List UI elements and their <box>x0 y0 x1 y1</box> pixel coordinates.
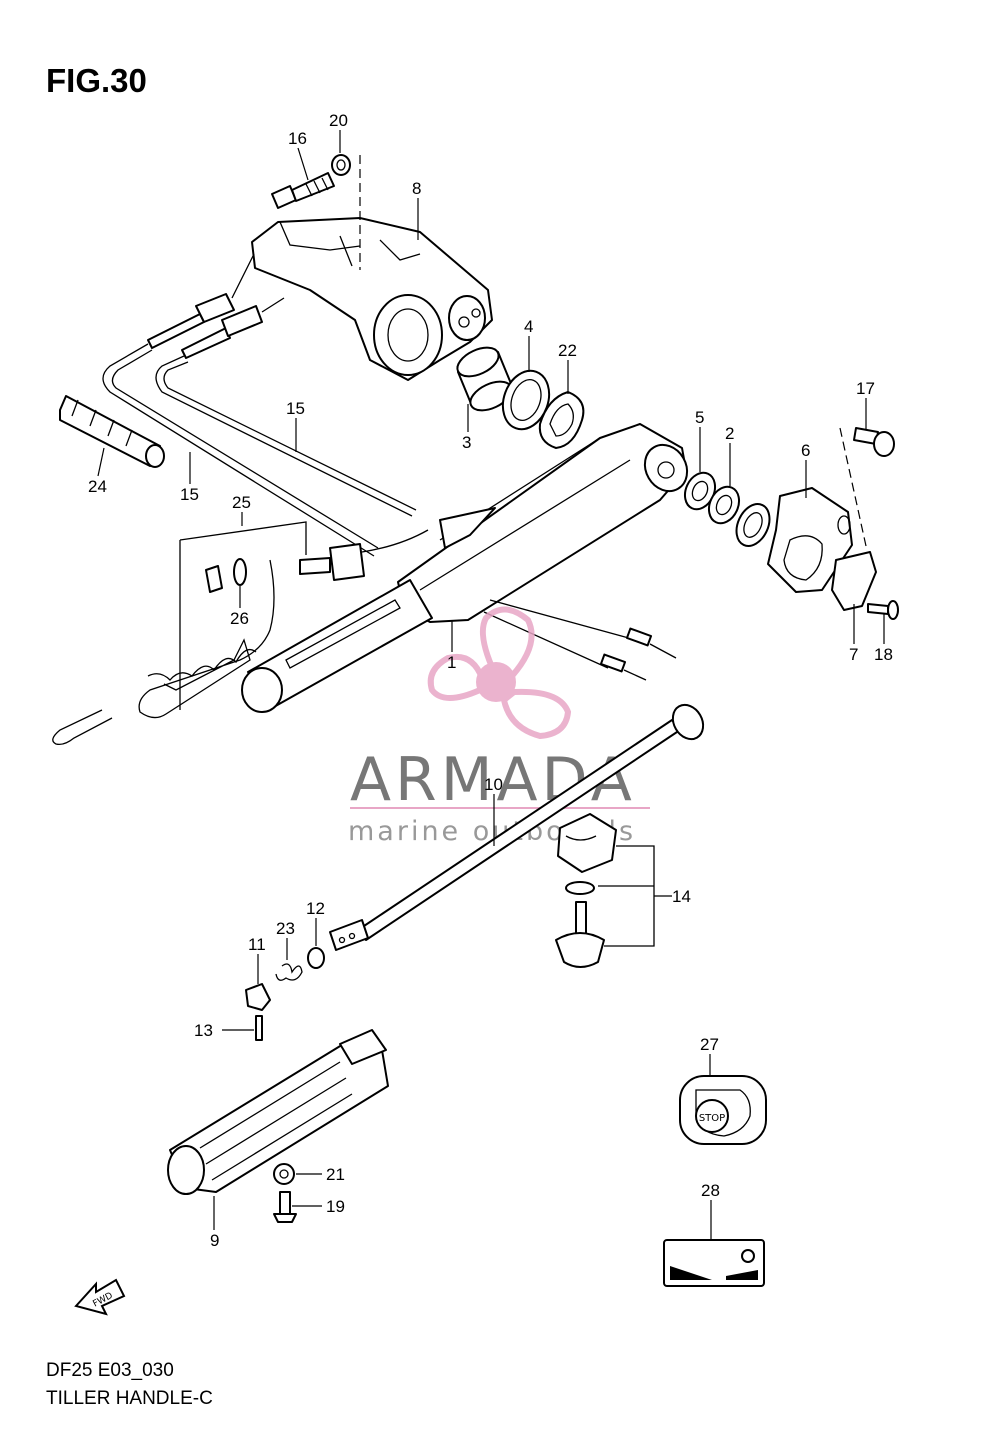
callout: 28 <box>701 1181 720 1200</box>
callout: 22 <box>558 341 577 360</box>
part-9-handle-grip <box>167 1029 389 1195</box>
callout: 12 <box>306 899 325 918</box>
callout: 20 <box>329 111 348 130</box>
callout: 15 <box>180 485 199 504</box>
callout: 18 <box>874 645 893 664</box>
callout: 4 <box>524 317 533 336</box>
part-19-screw <box>273 1191 297 1223</box>
callout: 15 <box>286 399 305 418</box>
part-17-screw <box>853 427 895 457</box>
callout: 11 <box>248 935 266 954</box>
part-24-grip <box>59 395 165 468</box>
part-23-spring <box>275 963 303 981</box>
callout: 19 <box>326 1197 345 1216</box>
part-22-plate <box>538 391 585 449</box>
callout: 1 <box>447 653 456 672</box>
part-13-pin <box>255 1015 263 1041</box>
callout: 14 <box>672 887 691 906</box>
part-6-bracket <box>767 487 853 593</box>
callout: 10 <box>484 775 503 794</box>
part-11-nut <box>245 983 271 1011</box>
callout: 8 <box>412 179 421 198</box>
part-28-label <box>663 1239 765 1287</box>
part-2-washer <box>707 485 741 525</box>
part-7-plate <box>831 551 877 611</box>
callout: 23 <box>276 919 295 938</box>
fwd-arrow-icon: FWD <box>74 1278 126 1316</box>
part-27-stop-cap: STOP <box>679 1075 767 1145</box>
stop-text: STOP <box>699 1113 725 1124</box>
callout: 13 <box>194 1021 213 1040</box>
callout: 5 <box>695 408 704 427</box>
leader-lines <box>97 130 885 1240</box>
part-1-tiller-arm <box>241 423 689 713</box>
callout: 9 <box>210 1231 219 1250</box>
part-12-washer <box>307 947 325 969</box>
callout: 3 <box>462 433 471 452</box>
callout: 26 <box>230 609 249 628</box>
part-8-bracket <box>251 217 493 381</box>
part-25-stop-switch <box>52 521 429 746</box>
part-14-clamp <box>555 813 672 968</box>
figure-title: FIG.30 <box>46 62 147 99</box>
part-16-bolt <box>271 172 335 209</box>
callout: 27 <box>700 1035 719 1054</box>
callout: 2 <box>725 424 734 443</box>
callout: 17 <box>856 379 875 398</box>
callout: 21 <box>326 1165 345 1184</box>
figure-name: TILLER HANDLE-C <box>46 1388 213 1409</box>
part-21-washer <box>273 1163 295 1185</box>
callout: 24 <box>88 477 107 496</box>
part-20-washer <box>331 154 351 176</box>
armada-logo <box>427 606 572 740</box>
callout: 6 <box>801 441 810 460</box>
figure-code: DF25 E03_030 <box>46 1360 174 1381</box>
callout: 25 <box>232 493 251 512</box>
part-18-screw <box>867 600 899 620</box>
callouts: 16 20 8 4 22 3 17 15 15 24 5 2 6 25 26 1… <box>88 111 893 1250</box>
part-10-shaft <box>329 703 705 951</box>
part-15-cables <box>102 253 417 557</box>
callout: 7 <box>849 645 858 664</box>
callout: 16 <box>288 129 307 148</box>
